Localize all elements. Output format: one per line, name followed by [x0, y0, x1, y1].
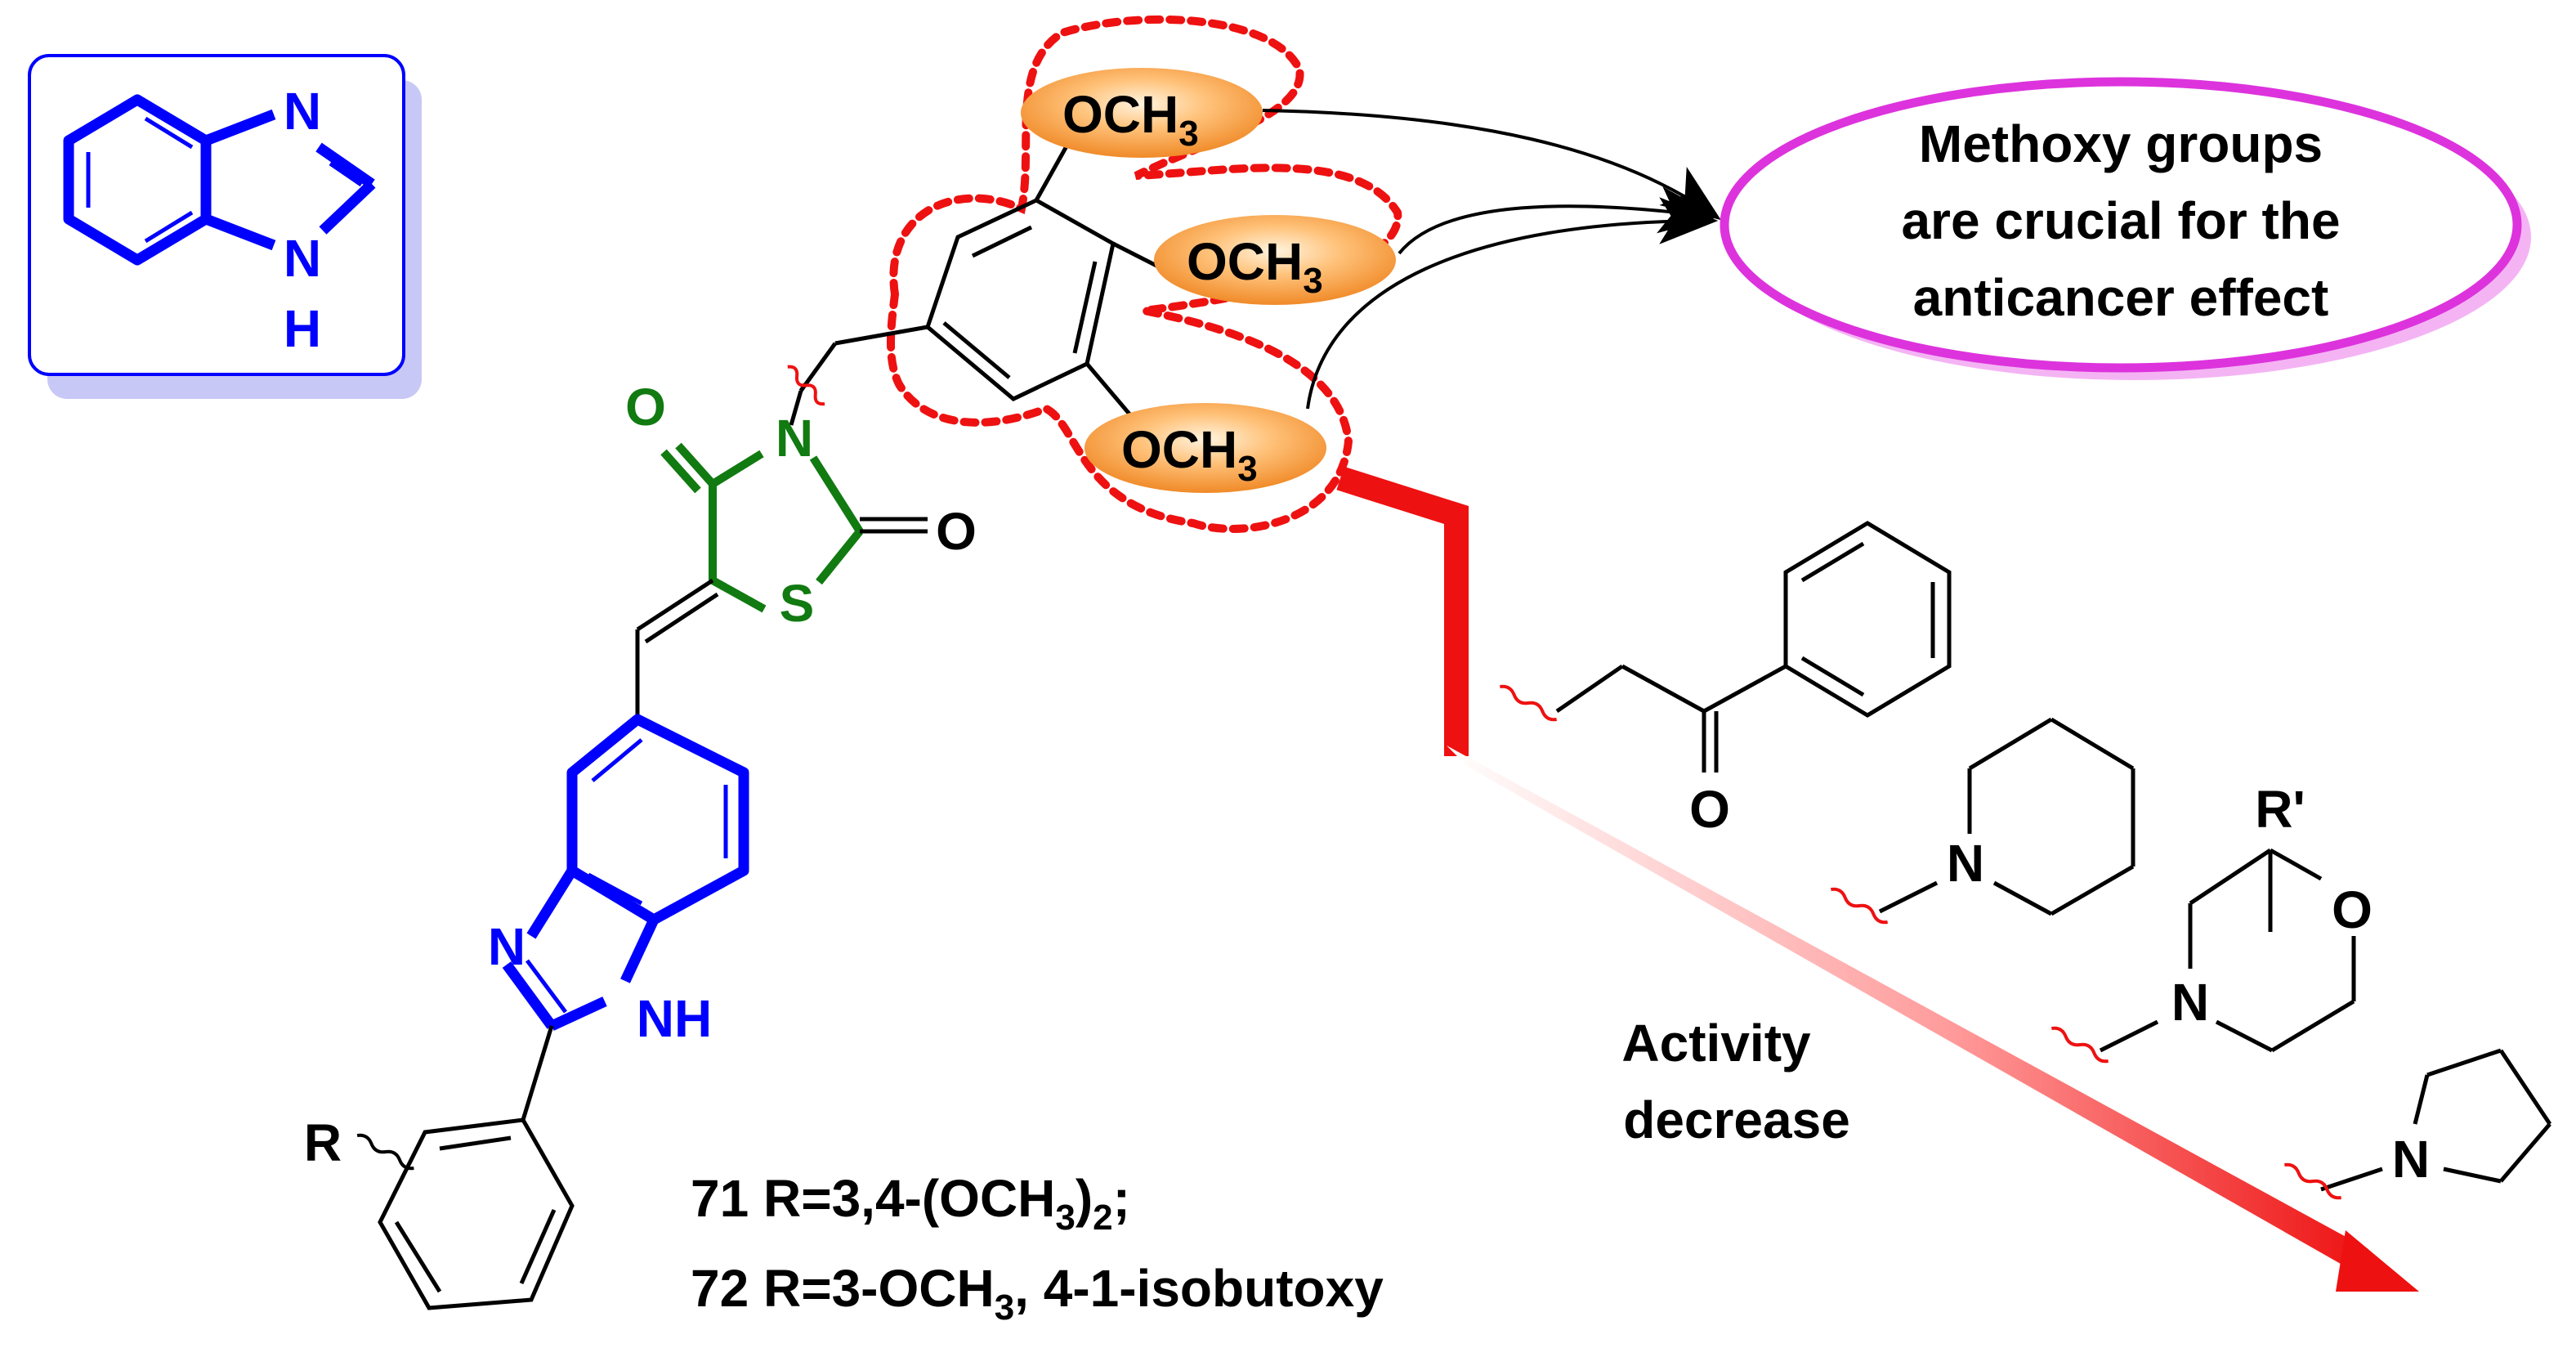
compound-71-id: 71	[691, 1169, 749, 1228]
callout-line-1: Methoxy groups	[1919, 114, 2323, 173]
methoxy-pill-icon	[1021, 68, 1263, 158]
ketone-atom-o: O	[1689, 780, 1730, 839]
wavy-bond-icon	[2284, 1162, 2341, 1200]
activity-line-2: decrease	[1623, 1091, 1850, 1149]
callout-ellipse	[1720, 77, 2522, 373]
compound-71-caption: 71 R=3,4-(OCH3)2;	[691, 1169, 1130, 1238]
compound-71-sub-a: 3	[1055, 1198, 1075, 1238]
methoxy-pill-icon	[1085, 403, 1326, 493]
core-atom-h: H	[284, 299, 321, 358]
callout-arrows	[1262, 109, 1721, 410]
thiazolidinedione-ring	[660, 442, 864, 613]
compound-72-text-a: R=3-OCH	[763, 1259, 995, 1318]
methoxy-sub-1: 3	[1178, 114, 1198, 154]
benzimidazole-core-box: N N H	[28, 54, 422, 399]
core-atom-n-bottom: N	[284, 229, 321, 288]
activity-arrow-icon	[1336, 466, 2419, 1292]
bzim-atom-nh: NH	[637, 989, 712, 1048]
methoxy-pill-3: OCH3	[1085, 403, 1326, 493]
compound-72-sub-a: 3	[995, 1288, 1014, 1328]
methoxy-pill-1: OCH3	[1021, 68, 1263, 158]
tzd-atom-s: S	[780, 574, 815, 633]
methoxy-sub-2: 3	[1303, 261, 1322, 301]
morpholine-r-prime: R'	[2255, 780, 2305, 839]
morpholine-substituent	[2099, 848, 2356, 1053]
methoxy-label-2: OCH	[1187, 232, 1303, 291]
compound-71-text-b: )	[1076, 1169, 1093, 1228]
piperidine-substituent	[1878, 717, 2135, 916]
tzd-atom-n: N	[776, 409, 813, 468]
pyrrolidine-atom-n: N	[2392, 1130, 2430, 1189]
morpholine-atom-o: O	[2332, 880, 2373, 939]
compound-72-caption: 72 R=3-OCH3, 4-1-isobutoxy	[691, 1259, 1384, 1328]
wavy-bond-icon	[1831, 887, 1888, 925]
wavy-bond-icon	[2051, 1026, 2109, 1064]
callout-line-3: anticancer effect	[1913, 268, 2329, 327]
activity-line-1: Activity	[1621, 1014, 1811, 1073]
compound-72-id: 72	[691, 1259, 749, 1318]
methoxy-pill-icon	[1154, 215, 1396, 305]
svg-text:OCH3: OCH3	[1187, 232, 1323, 301]
methoxy-callout: Methoxy groups are crucial for the antic…	[1720, 77, 2531, 380]
compound-71-sub-b: 2	[1093, 1198, 1112, 1238]
compound-72-text-b: , 4-1-isobutoxy	[1014, 1259, 1384, 1318]
svg-text:OCH3: OCH3	[1062, 85, 1199, 154]
compound-71-text-c: ;	[1113, 1169, 1130, 1228]
core-atom-n-top: N	[284, 82, 321, 141]
benzimidazole-core-icon	[63, 94, 376, 266]
pyrrolidine-substituent	[2320, 1048, 2552, 1192]
box-frame	[28, 54, 405, 376]
svg-text:OCH3: OCH3	[1121, 420, 1258, 489]
callout-line-2: are crucial for the	[1901, 191, 2340, 250]
methoxy-label-1: OCH	[1062, 85, 1178, 144]
r-label: R	[304, 1113, 342, 1172]
tzd-atom-o-carbonyl: O	[625, 378, 666, 437]
tzd-atom-o-exo: O	[936, 502, 977, 561]
wavy-bond-icon	[787, 365, 825, 406]
r-bond-icon	[356, 1133, 414, 1171]
aryl-ring	[378, 1025, 575, 1310]
ketone-substituent	[1555, 521, 1952, 773]
methoxy-label-3: OCH	[1121, 420, 1237, 479]
methoxy-pill-2: OCH3	[1154, 215, 1396, 305]
compound-71-text-a: R=3,4-(OCH	[763, 1169, 1055, 1228]
piperidine-atom-n: N	[1947, 834, 1984, 893]
bzim-atom-n: N	[488, 917, 525, 976]
tzd-side-bonds	[635, 383, 928, 719]
morpholine-atom-n: N	[2171, 973, 2209, 1032]
methoxy-sub-3: 3	[1237, 449, 1257, 489]
wavy-bond-icon	[1500, 684, 1557, 722]
trimethoxyphenyl-ring	[798, 137, 1166, 419]
benzimidazole-lower	[502, 714, 749, 1031]
